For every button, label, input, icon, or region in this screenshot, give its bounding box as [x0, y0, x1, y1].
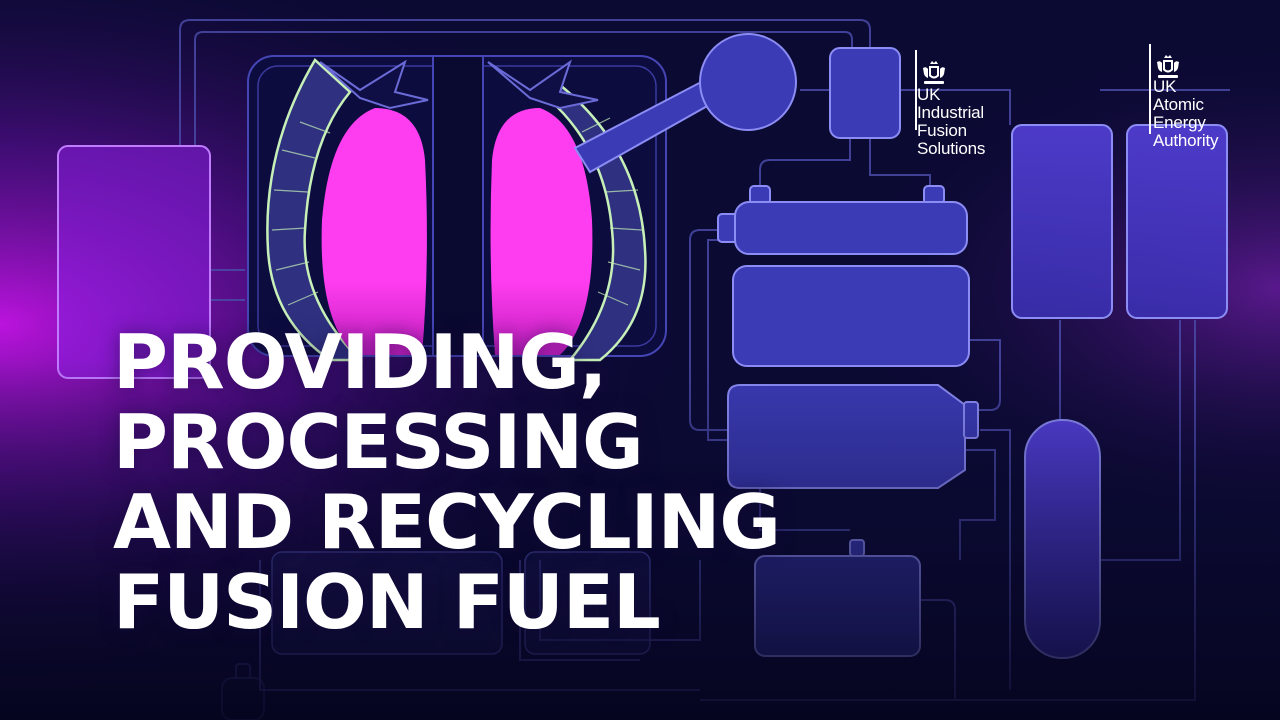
ukaea-name: UK Atomic Energy Authority	[1153, 36, 1218, 150]
right-tank-a	[1011, 124, 1113, 319]
royal-crest-icon	[1157, 55, 1179, 78]
headline: PROVIDING, PROCESSING AND RECYCLING FUSI…	[113, 318, 781, 646]
royal-crest-icon	[923, 61, 945, 84]
headline-line-1: PROVIDING,	[113, 318, 607, 406]
headline-line-4: FUSION FUEL	[113, 558, 661, 646]
ukifs-name: UK Industrial Fusion Solutions	[917, 44, 985, 158]
plasma-left	[321, 108, 427, 355]
logo-divider	[1149, 44, 1151, 134]
ukifs-name-line2: Fusion Solutions	[917, 121, 986, 158]
tokamak-reactor	[247, 55, 667, 362]
ukaea-name-line3: Authority	[1153, 131, 1219, 150]
plasma-right	[490, 108, 593, 355]
ukaea-name-line2: Energy	[1153, 113, 1206, 132]
logo-divider	[915, 50, 917, 130]
top-processing-unit	[829, 47, 901, 139]
right-tank-b	[1126, 124, 1228, 319]
ukifs-name-line1: UK Industrial	[917, 85, 984, 122]
exhaust-duct	[573, 33, 797, 174]
headline-line-2: PROCESSING	[113, 398, 644, 486]
ukaea-name-line1: UK Atomic	[1153, 77, 1204, 114]
headline-line-3: AND RECYCLING	[113, 478, 781, 566]
